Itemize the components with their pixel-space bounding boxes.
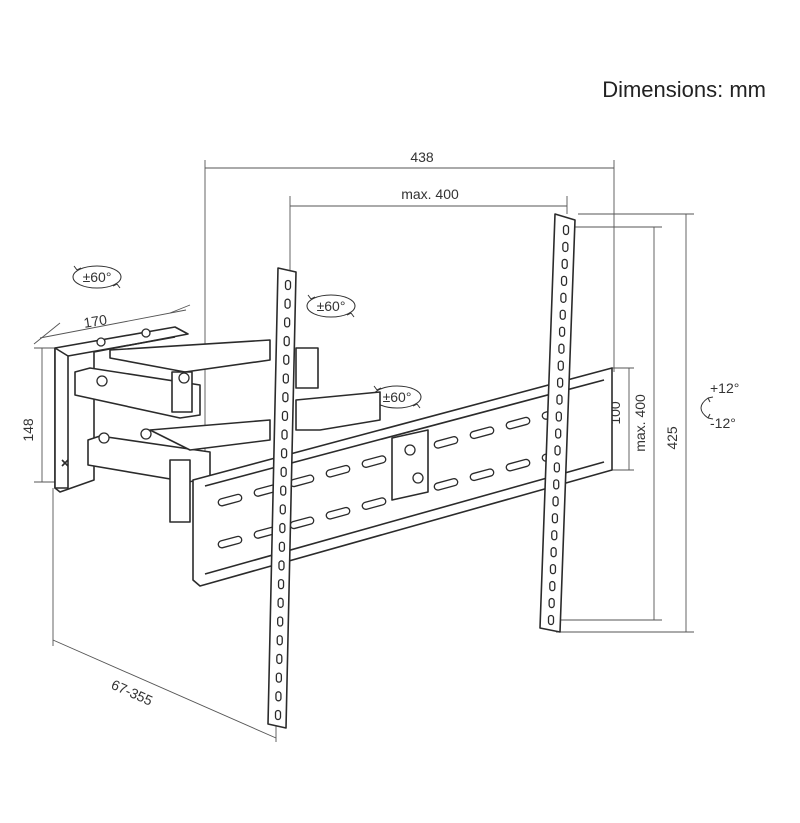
mounting-hole <box>549 563 557 575</box>
mounting-hole <box>280 448 288 459</box>
mounting-hole <box>560 275 568 287</box>
mounting-hole <box>277 616 284 627</box>
tilt-down-label: -12° <box>710 415 736 431</box>
middle-swivel-indicator: ±60° <box>306 294 356 318</box>
mounting-hole <box>284 298 291 309</box>
mounting-hole <box>277 578 285 590</box>
vertical-arm-right <box>539 213 576 633</box>
mounting-hole <box>547 614 555 626</box>
mounting-hole <box>556 377 564 388</box>
mounting-hole <box>282 392 289 403</box>
mounting-hole <box>282 373 289 384</box>
mounting-hole <box>559 309 566 320</box>
rail-slot <box>217 493 243 507</box>
overall-height-label: 425 <box>664 426 680 450</box>
wall-swivel-indicator: ±60° <box>72 265 122 289</box>
mounting-hole <box>548 597 555 609</box>
mounting-hole <box>278 541 286 552</box>
max-hole-width-label: max. 400 <box>401 186 459 202</box>
mounting-hole <box>283 317 291 328</box>
mounting-hole <box>553 462 561 473</box>
rail-slot <box>217 535 243 549</box>
mounting-hole <box>275 672 283 683</box>
mounting-hole <box>561 258 568 270</box>
rail-slot <box>469 426 495 440</box>
mounting-hole <box>557 360 564 371</box>
rail-slot <box>361 497 387 510</box>
rail-slot <box>325 464 351 478</box>
mounting-hole <box>551 513 559 524</box>
mounting-hole <box>558 326 566 337</box>
mounting-hole <box>276 653 283 665</box>
mounting-hole <box>277 597 284 608</box>
mounting-hole <box>279 504 286 515</box>
rail-slot <box>361 455 387 468</box>
mounting-hole <box>276 635 283 646</box>
mounting-hole <box>283 335 290 347</box>
rail-slot <box>505 416 531 430</box>
mounting-hole <box>562 224 570 236</box>
mounting-hole <box>281 429 288 440</box>
mounting-hole <box>555 428 562 439</box>
units-title: Dimensions: mm <box>602 77 766 102</box>
rail-slot <box>433 436 459 449</box>
rail-slot <box>433 478 459 491</box>
max-hole-height-label: max. 400 <box>632 394 648 452</box>
mounting-hole <box>275 691 282 702</box>
wall-swivel-label: ±60° <box>83 269 112 285</box>
overall-width-label: 438 <box>410 149 434 165</box>
extension-range-label: 67-355 <box>109 676 156 708</box>
tilt-indicator: +12° -12° <box>700 380 739 431</box>
tv-swivel-label: ±60° <box>383 389 412 405</box>
swing-arms <box>74 339 381 523</box>
rail-slot <box>325 506 351 520</box>
mounting-hole <box>283 354 290 365</box>
rail-slot <box>469 468 495 482</box>
mounting-hole <box>556 394 563 405</box>
mounting-hole <box>279 522 286 534</box>
mounting-hole <box>555 411 562 422</box>
mounting-hole <box>558 343 565 354</box>
wall-plate-width-label: 170 <box>82 311 108 330</box>
rail-slot <box>505 458 531 472</box>
mounting-hole <box>554 445 561 456</box>
mounting-hole <box>553 479 560 490</box>
mounting-hole <box>274 709 282 721</box>
mounting-hole <box>560 292 567 303</box>
mounting-hole <box>562 241 569 253</box>
tilt-up-label: +12° <box>710 380 739 396</box>
mounting-hole <box>284 279 292 291</box>
mounting-hole <box>552 496 559 507</box>
vertical-arm-left <box>267 267 297 729</box>
mounting-hole <box>278 560 285 571</box>
wall-plate-height-label: 148 <box>20 418 36 442</box>
mounting-hole <box>551 530 558 541</box>
vertical-arm-holes <box>274 224 570 721</box>
mounting-hole <box>280 485 287 496</box>
mounting-hole <box>281 410 289 422</box>
middle-swivel-label: ±60° <box>317 298 346 314</box>
mounting-hole <box>549 580 556 592</box>
mounting-hole <box>280 466 287 478</box>
mounting-hole <box>550 547 557 558</box>
